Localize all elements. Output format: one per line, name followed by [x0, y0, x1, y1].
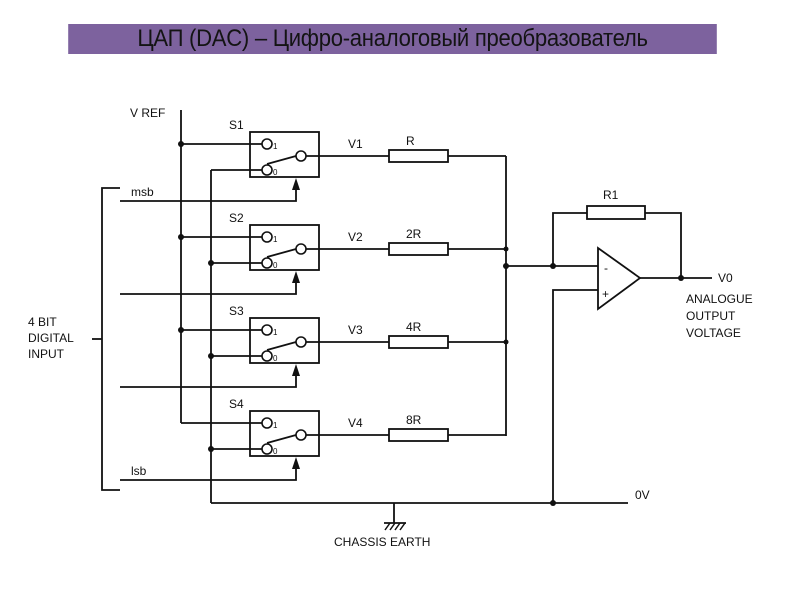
lsb-label: lsb — [131, 464, 147, 478]
output-label-line3: VOLTAGE — [686, 326, 741, 340]
feedback-wire-left — [552, 212, 587, 266]
control-arrow-icon — [292, 178, 300, 190]
terminal-1-label: 1 — [273, 421, 278, 430]
switch-2-box — [249, 224, 320, 271]
digital-input-line — [120, 281, 297, 295]
terminal-1-label: 1 — [273, 235, 278, 244]
terminal-1-icon — [261, 231, 273, 243]
terminal-0-icon — [261, 257, 273, 269]
resistor-2 — [388, 242, 449, 256]
terminal-0-label: 0 — [273, 354, 278, 363]
switch-3-label: S3 — [229, 304, 244, 318]
node-label: V2 — [348, 230, 363, 244]
non-inverting-wire — [552, 289, 598, 503]
terminal-1-label: 1 — [273, 328, 278, 337]
digital-input-line — [120, 467, 297, 481]
resistor-1 — [388, 149, 449, 163]
common-terminal-icon — [295, 336, 307, 348]
common-terminal-icon — [295, 150, 307, 162]
junction-dot — [178, 234, 184, 240]
junction-dot — [550, 500, 556, 506]
chassis-earth-icon — [384, 503, 406, 531]
digital-input-bracket — [92, 187, 120, 491]
op-amp-plus: + — [602, 287, 609, 301]
resistor-3 — [388, 335, 449, 349]
resistor-4 — [388, 428, 449, 442]
chassis-earth-label: CHASSIS EARTH — [334, 535, 430, 549]
terminal-0-label: 0 — [273, 447, 278, 456]
op-amp-minus: - — [604, 261, 608, 275]
zero-volt-label: 0V — [635, 488, 650, 502]
node-label: V4 — [348, 416, 363, 430]
digital-input-line — [120, 374, 297, 388]
op-amp-icon — [597, 246, 642, 311]
r1-label: R1 — [603, 188, 619, 202]
digital-input-line — [120, 188, 297, 202]
junction-dot — [503, 263, 509, 269]
switch-blade — [266, 155, 297, 165]
terminal-0-icon — [261, 164, 273, 176]
control-arrow-icon — [292, 271, 300, 283]
terminal-1-icon — [261, 417, 273, 429]
terminal-1-label: 1 — [273, 142, 278, 151]
switch-blade — [266, 341, 297, 351]
junction-dot — [208, 353, 214, 359]
junction-dot — [208, 446, 214, 452]
resistor-label: R — [406, 134, 415, 148]
terminal-0-label: 0 — [273, 168, 278, 177]
switch-1-box — [249, 131, 320, 178]
resistor-label: 2R — [406, 227, 422, 241]
switch-blade — [266, 434, 297, 444]
terminal-0-icon — [261, 443, 273, 455]
terminal-1-icon — [261, 324, 273, 336]
v0-label: V0 — [718, 271, 733, 285]
junction-dot — [178, 141, 184, 147]
input-label-line3: INPUT — [28, 347, 65, 361]
common-terminal-icon — [295, 429, 307, 441]
switch-3-box — [249, 317, 320, 364]
terminal-0-icon — [261, 350, 273, 362]
junction-dot — [208, 260, 214, 266]
junction-dot — [678, 275, 684, 281]
switch-4-label: S4 — [229, 397, 244, 411]
input-label-line2: DIGITAL — [28, 331, 74, 345]
output-label-line2: OUTPUT — [686, 309, 736, 323]
slide-title: ЦАП (DAC) – Цифро-аналоговый преобразова… — [68, 24, 717, 54]
node-label: V1 — [348, 137, 363, 151]
control-arrow-icon — [292, 457, 300, 469]
node-label: V3 — [348, 323, 363, 337]
common-terminal-icon — [295, 243, 307, 255]
msb-label: msb — [131, 185, 154, 199]
switch-1-label: S1 — [229, 118, 244, 132]
terminal-1-icon — [261, 138, 273, 150]
vref-label: V REF — [130, 106, 165, 120]
resistor-label: 8R — [406, 413, 422, 427]
feedback-wire-right — [645, 212, 682, 278]
input-label-line1: 4 BIT — [28, 315, 57, 329]
control-arrow-icon — [292, 364, 300, 376]
switch-2-label: S2 — [229, 211, 244, 225]
junction-dot — [178, 327, 184, 333]
resistor-label: 4R — [406, 320, 422, 334]
resistor-r1 — [586, 205, 646, 220]
switch-4-box — [249, 410, 320, 457]
switch-blade — [266, 248, 297, 258]
output-label-line1: ANALOGUE — [686, 292, 753, 306]
terminal-0-label: 0 — [273, 261, 278, 270]
